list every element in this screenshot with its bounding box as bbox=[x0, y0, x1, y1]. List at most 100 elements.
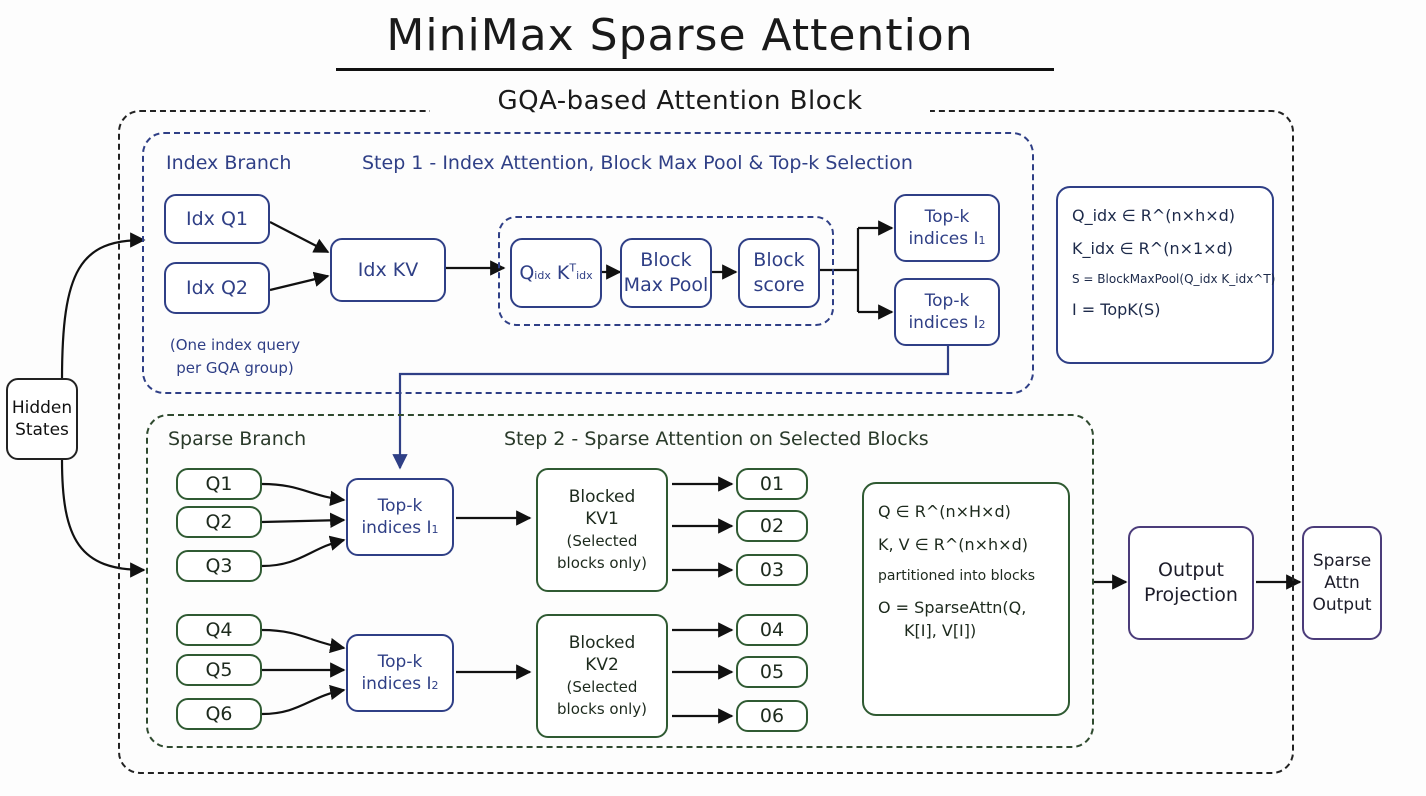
output-o6-label: 06 bbox=[759, 704, 785, 727]
qk-q: Q bbox=[519, 261, 535, 284]
topk1-sub: 1 bbox=[978, 234, 986, 247]
query-q5: Q5 bbox=[176, 654, 262, 686]
index-formula-1: Q_idx ∈ R^(n×h×d) bbox=[1072, 206, 1236, 225]
idx-kv-label: Idx KV bbox=[357, 258, 419, 281]
bs-line-2: score bbox=[753, 274, 805, 296]
sparse-topk-b-sub: 2 bbox=[431, 679, 439, 692]
hidden-states-line-1: Hidden bbox=[11, 397, 73, 418]
output-o3: 03 bbox=[736, 554, 808, 586]
query-q6: Q6 bbox=[176, 698, 262, 730]
sparse-topk-a-line-1: Top-k bbox=[377, 495, 423, 516]
output-o5: 05 bbox=[736, 656, 808, 688]
index-query-note: (One index query per GQA group) bbox=[160, 334, 310, 379]
output-o3-label: 03 bbox=[759, 558, 785, 581]
sparse-formula-1: Q ∈ R^(n×H×d) bbox=[878, 502, 1011, 521]
sparse-branch-label: Sparse Branch bbox=[168, 428, 307, 450]
output-o5-label: 05 bbox=[759, 660, 785, 683]
sparse-formula-4: O = SparseAttn(Q, bbox=[878, 598, 1027, 617]
output-o1-label: 01 bbox=[759, 472, 785, 495]
sparse-output-line-3: Output bbox=[1312, 595, 1372, 616]
arrow-idxq2-to-idxkv bbox=[269, 271, 330, 292]
query-q2: Q2 bbox=[176, 506, 262, 538]
sparse-branch-container bbox=[146, 414, 1094, 748]
topk2-line-1: Top-k bbox=[924, 290, 970, 311]
sparse-topk-a-line-2: indices I bbox=[361, 518, 432, 538]
sparse-formula-3: partitioned into blocks bbox=[878, 568, 1036, 584]
sparse-output-line-2: Attn bbox=[1324, 572, 1360, 593]
idx-q2-node: Idx Q2 bbox=[164, 262, 270, 314]
sparse-formula-5: K[I], V[I]) bbox=[904, 621, 977, 640]
index-step-label: Step 1 - Index Attention, Block Max Pool… bbox=[362, 152, 913, 174]
query-q3-label: Q3 bbox=[205, 554, 233, 577]
kv2-line-3: (Selected bbox=[566, 678, 638, 696]
arrow-q4-to-topk-b bbox=[261, 628, 346, 654]
outproj-line-1: Output bbox=[1157, 559, 1224, 582]
arrow-q2-to-topk-a bbox=[261, 512, 346, 529]
arrow-q3-to-topk-a bbox=[261, 535, 346, 568]
sparse-formulas-panel: Q ∈ R^(n×H×d) K, V ∈ R^(n×h×d) partition… bbox=[862, 482, 1070, 716]
kv2-line-2: KV2 bbox=[585, 654, 619, 675]
idx-q2-label: Idx Q2 bbox=[186, 276, 248, 299]
qk-q-sub: idx bbox=[534, 268, 551, 282]
topk1-line-1: Top-k bbox=[924, 206, 970, 227]
query-q1-label: Q1 bbox=[205, 472, 233, 495]
page-title: MiniMax Sparse Attention bbox=[386, 10, 974, 61]
gqa-block-label: GQA-based Attention Block bbox=[430, 86, 930, 116]
query-q6-label: Q6 bbox=[205, 702, 233, 725]
sparse-formula-2: K, V ∈ R^(n×h×d) bbox=[878, 535, 1028, 554]
query-q5-label: Q5 bbox=[205, 658, 233, 681]
qk-k-sub: idx bbox=[576, 268, 593, 282]
query-q3: Q3 bbox=[176, 550, 262, 582]
kv1-line-4: blocks only) bbox=[557, 554, 647, 573]
topk2-line-2: indices I bbox=[908, 313, 979, 333]
sparse-topk-b-line-2: indices I bbox=[361, 674, 432, 694]
query-q2-label: Q2 bbox=[205, 510, 233, 533]
index-formula-3: S = BlockMaxPool(Q_idx K_idx^T) bbox=[1072, 272, 1276, 286]
sparse-topk-a-sub: 1 bbox=[431, 523, 439, 536]
topk1-line-2: indices I bbox=[908, 229, 979, 249]
note-line-2: per GQA group) bbox=[176, 358, 294, 377]
qk-sup: T bbox=[569, 261, 577, 275]
sparse-topk-b-line-1: Top-k bbox=[377, 651, 423, 672]
index-formula-2: K_idx ∈ R^(n×1×d) bbox=[1072, 239, 1233, 258]
index-branch-container bbox=[142, 132, 1034, 394]
kv2-line-4: blocks only) bbox=[557, 700, 647, 719]
arrow-q1-to-topk-a bbox=[261, 482, 346, 507]
output-o4-label: 04 bbox=[759, 618, 785, 641]
hidden-states-line-2: States bbox=[15, 420, 69, 440]
output-o6: 06 bbox=[736, 700, 808, 732]
output-o1: 01 bbox=[736, 468, 808, 500]
idx-q1-node: Idx Q1 bbox=[164, 194, 270, 244]
index-compute-group bbox=[498, 216, 834, 326]
arrow-idxq1-to-idxkv bbox=[269, 221, 330, 253]
query-q4: Q4 bbox=[176, 614, 262, 646]
arrow-q6-to-topk-b bbox=[261, 684, 346, 716]
arrow-hidden-to-index bbox=[60, 232, 146, 381]
index-formulas-panel: Q_idx ∈ R^(n×h×d) K_idx ∈ R^(n×1×d) S = … bbox=[1056, 186, 1276, 364]
output-o2: 02 bbox=[736, 510, 808, 542]
note-line-1: (One index query bbox=[169, 336, 301, 354]
index-formula-4: I = TopK(S) bbox=[1072, 300, 1161, 319]
output-o4: 04 bbox=[736, 614, 808, 646]
query-q4-label: Q4 bbox=[205, 618, 233, 641]
arrow-hidden-to-sparse bbox=[60, 459, 146, 578]
bs-line-1: Block bbox=[753, 249, 805, 272]
query-q1: Q1 bbox=[176, 468, 262, 500]
kv1-line-1: Blocked bbox=[568, 486, 636, 507]
idx-q1-label: Idx Q1 bbox=[186, 207, 248, 230]
bmp-line-1: Block bbox=[640, 249, 692, 272]
output-o2-label: 02 bbox=[759, 514, 785, 537]
index-branch-label: Index Branch bbox=[166, 152, 292, 174]
